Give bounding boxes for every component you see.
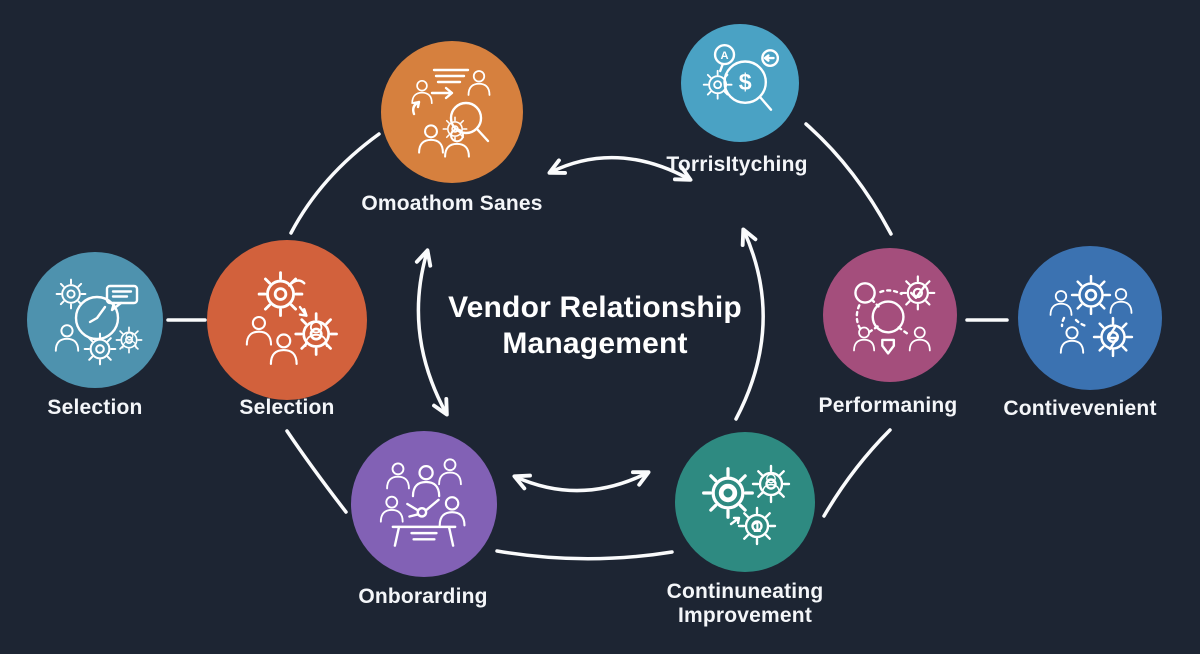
number-one-glyph: 1: [753, 519, 761, 536]
node-performing: [823, 248, 957, 382]
network-check-icon: [853, 275, 936, 363]
line-selection-to-onboarding: [285, 429, 348, 514]
diagram-title: Vendor Relationship Management: [395, 290, 795, 362]
node-improvement: 1: [675, 432, 815, 572]
arc-improvement-to-performing: [822, 428, 892, 518]
label-sourcing: Omoathom Sanes: [361, 192, 543, 215]
letter-a-glyph: A: [720, 50, 728, 62]
label-selection: Selection: [239, 396, 335, 419]
label-selection-left: Selection: [47, 396, 143, 419]
node-onboarding: [351, 431, 497, 577]
dollar-glyph: $: [739, 69, 752, 95]
node-contract: [1018, 246, 1162, 390]
node-evaluation: A $: [681, 24, 799, 142]
label-improvement: Continuneating Improvement: [666, 580, 824, 627]
clock-planning-icon: [54, 278, 143, 366]
arc-onboarding-improvement-lower: [495, 549, 674, 561]
diagram-title-line2: Management: [502, 327, 688, 360]
gears-team-icon: [245, 271, 338, 365]
node-selection: [207, 240, 367, 400]
label-performing: Performaning: [818, 394, 958, 417]
arrow-sourcing-evaluation: [547, 155, 693, 182]
arc-evaluation-to-performing: [804, 122, 893, 236]
arc-selection-to-sourcing: [289, 132, 381, 235]
team-meeting-icon: [379, 458, 466, 556]
node-sourcing: [381, 41, 523, 183]
node-selection-left: [27, 252, 163, 388]
people-gears-icon: [1049, 274, 1134, 358]
gears-one-icon: 1: [702, 464, 791, 546]
diagram-title-line1: Vendor Relationship: [448, 291, 742, 324]
arrow-center-cycle: [734, 227, 765, 421]
label-onboarding: Onborarding: [358, 585, 488, 608]
arrow-vertical-cycle: [414, 248, 449, 417]
cost-magnifier-icon: A $: [702, 40, 783, 126]
label-contract: Contivevenient: [1003, 397, 1157, 420]
arrow-onboarding-improvement: [512, 470, 651, 493]
team-search-icon: [411, 62, 491, 158]
label-evaluation: TorrisItyching: [666, 153, 808, 176]
